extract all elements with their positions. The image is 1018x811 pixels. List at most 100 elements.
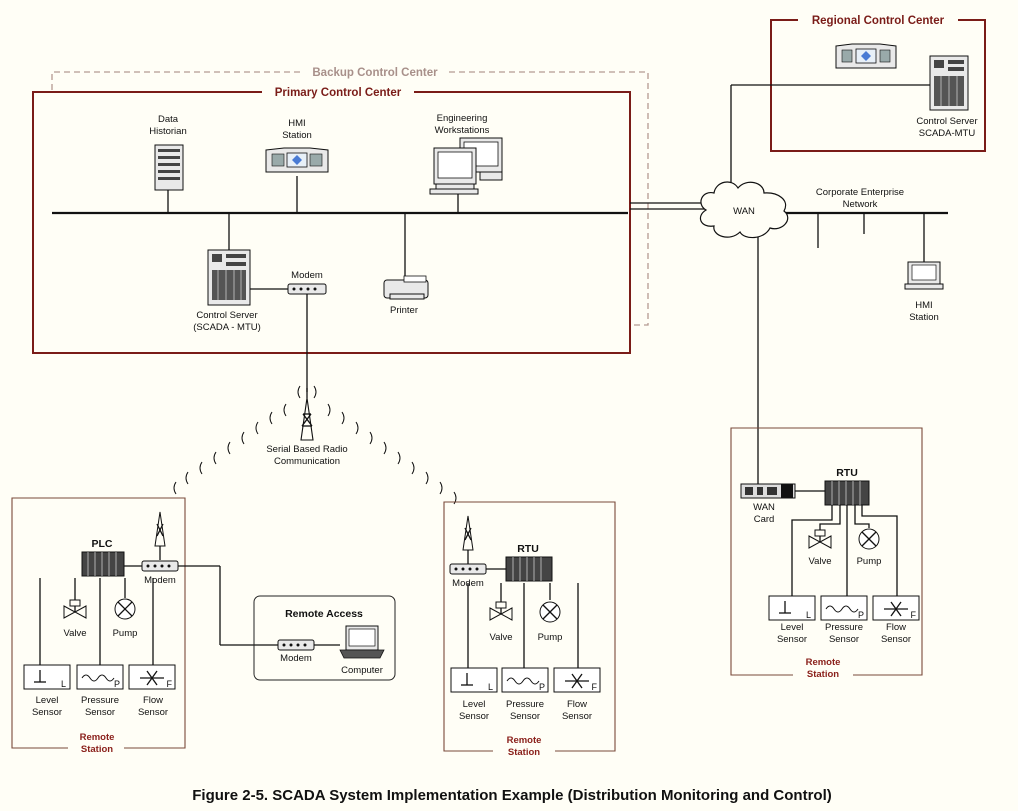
svg-text:L: L <box>806 610 811 620</box>
wan-card-label-1: WAN <box>753 502 775 513</box>
regional-control-server-icon <box>929 55 969 111</box>
rtu-antenna-icon <box>462 515 474 564</box>
regional-server-label-2: SCADA-MTU <box>919 128 976 139</box>
radio-wave-arcs <box>173 385 457 505</box>
wan-rtu-pressure-label-2: Sensor <box>829 634 859 645</box>
rtu-pressure-label-2: Sensor <box>510 711 540 722</box>
remote-station-2-label-2: Station <box>508 747 540 758</box>
rtu-flow-sensor-icon: F <box>553 667 601 693</box>
rtu-pump-label: Pump <box>538 632 563 643</box>
data-historian-label-1: Data <box>158 114 179 125</box>
wan-rtu-pressure-label-1: Pressure <box>825 622 863 633</box>
remote-station-1-label-1: Remote <box>80 732 115 743</box>
rtu-flow-label-1: Flow <box>567 699 587 710</box>
engineering-workstations-icon <box>429 137 503 195</box>
wan-rtu-valve-icon <box>808 529 832 549</box>
modem-label: Modem <box>291 270 323 281</box>
svg-text:P: P <box>539 682 545 692</box>
corp-hmi-label-1: HMI <box>915 300 932 311</box>
primary-center-title: Primary Control Center <box>275 87 402 99</box>
wan-rtu-level-label-1: Level <box>781 622 804 633</box>
regional-hmi-console-icon <box>835 43 897 69</box>
hmi-station-label-2: Station <box>282 130 312 141</box>
wan-card-icon <box>740 483 796 499</box>
svg-text:F: F <box>911 610 917 620</box>
wan-rtu-level-label-2: Sensor <box>777 634 807 645</box>
remote-station-rtu-wan: Remote Station WAN Card RTU <box>730 427 923 680</box>
plc-antenna-icon <box>154 511 166 560</box>
radio-label-1: Serial Based Radio <box>266 444 347 455</box>
regional-server-label-1: Control Server <box>916 116 977 127</box>
wan-rtu-pump-label: Pump <box>857 556 882 567</box>
remote-station-2-label-1: Remote <box>507 735 542 746</box>
wan-label: WAN <box>733 206 755 217</box>
plc-pressure-label-2: Sensor <box>85 707 115 718</box>
modem-icon <box>287 283 327 295</box>
corporate-hmi-icon <box>904 261 944 290</box>
rtu-modem-icon <box>449 563 487 575</box>
data-historian-icon <box>154 144 184 191</box>
rtu-label: RTU <box>517 543 539 555</box>
plc-level-sensor-icon: L <box>23 664 71 690</box>
wan-rtu-flow-label-1: Flow <box>886 622 906 633</box>
svg-text:L: L <box>488 682 493 692</box>
control-server-icon <box>207 249 251 306</box>
laptop-computer-icon <box>339 625 385 659</box>
radio-tower-icon <box>300 388 314 441</box>
svg-text:F: F <box>592 682 598 692</box>
plc-level-label-1: Level <box>36 695 59 706</box>
wan-rtu-pump-icon <box>858 528 880 550</box>
wan-rtu-level-sensor-icon: L <box>768 595 816 621</box>
plc-pressure-label-1: Pressure <box>81 695 119 706</box>
computer-label: Computer <box>341 665 383 676</box>
rtu-flow-label-2: Sensor <box>562 711 592 722</box>
plc-icon <box>81 551 125 577</box>
primary-control-center: Primary Control Center <box>32 87 631 354</box>
rtu-level-label-1: Level <box>463 699 486 710</box>
remote-access-box: Remote Access Modem Computer <box>253 595 396 681</box>
radio-label-2: Communication <box>274 456 340 467</box>
remote-station-plc: Remote Station PLC Modem <box>11 497 278 755</box>
wan-rtu-pressure-sensor-icon: P <box>820 595 868 621</box>
remote-access-title: Remote Access <box>285 608 363 620</box>
plc-pump-label: Pump <box>113 628 138 639</box>
regional-control-center: Regional Control Center <box>770 15 986 152</box>
printer-icon <box>383 275 429 300</box>
svg-text:F: F <box>167 679 173 689</box>
remote-station-1-label-2: Station <box>81 744 113 755</box>
plc-level-label-2: Sensor <box>32 707 62 718</box>
corp-hmi-label-2: Station <box>909 312 939 323</box>
svg-text:P: P <box>114 679 120 689</box>
hmi-console-icon <box>265 147 329 173</box>
rtu-level-label-2: Sensor <box>459 711 489 722</box>
rtu-pressure-sensor-icon: P <box>501 667 549 693</box>
plc-modem-icon <box>141 560 179 572</box>
remote-access-modem-label: Modem <box>280 653 312 664</box>
plc-flow-label-1: Flow <box>143 695 163 706</box>
printer-label: Printer <box>390 305 418 316</box>
regional-center-title: Regional Control Center <box>812 15 945 27</box>
wan-cloud-icon <box>699 181 789 239</box>
svg-text:L: L <box>61 679 66 689</box>
wan-card-label-2: Card <box>754 514 775 525</box>
wan-rtu-flow-sensor-icon: F <box>872 595 920 621</box>
remote-access-modem-icon <box>277 639 315 651</box>
wan-rtu-label: RTU <box>836 467 858 479</box>
corp-network-label-1: Corporate Enterprise <box>816 187 904 198</box>
rtu-level-sensor-icon: L <box>450 667 498 693</box>
plc-label: PLC <box>92 538 113 550</box>
plc-valve-label: Valve <box>63 628 86 639</box>
backup-control-center: Backup Control Center <box>51 67 649 326</box>
remote-station-rtu-radio: Remote Station Modem RTU <box>443 501 616 758</box>
figure-caption: Figure 2-5. SCADA System Implementation … <box>192 787 832 804</box>
control-server-label-2: (SCADA - MTU) <box>193 322 261 333</box>
eng-ws-label-1: Engineering <box>437 113 488 124</box>
backup-center-title: Backup Control Center <box>312 67 438 79</box>
svg-text:P: P <box>858 610 864 620</box>
plc-flow-label-2: Sensor <box>138 707 168 718</box>
rtu-valve-label: Valve <box>489 632 512 643</box>
corp-network-label-2: Network <box>843 199 878 210</box>
eng-ws-label-2: Workstations <box>435 125 490 136</box>
rtu-pump-icon <box>539 601 561 623</box>
